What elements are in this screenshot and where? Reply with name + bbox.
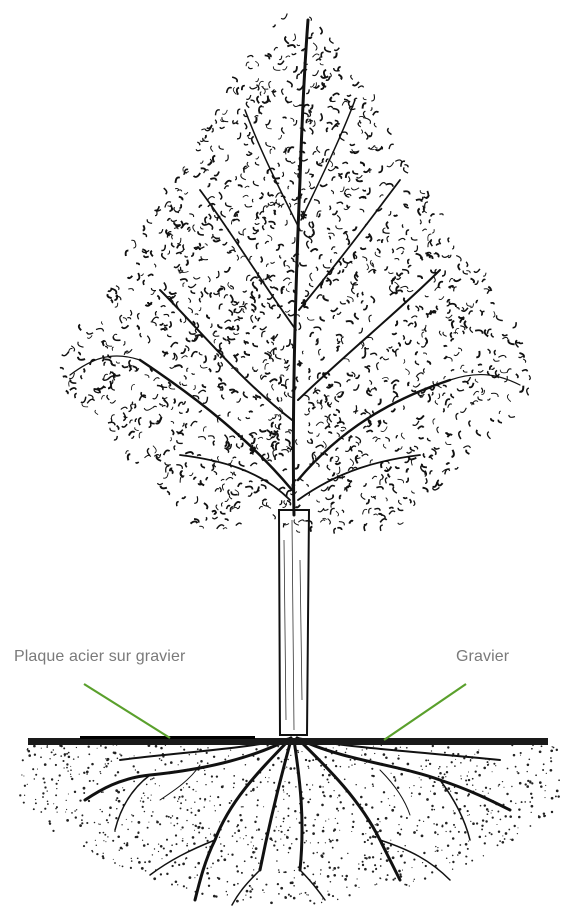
- soil-speckle: [19, 744, 560, 904]
- label-gravel: Gravier: [456, 648, 509, 666]
- root-system: [85, 738, 510, 905]
- ground-surface: [28, 736, 548, 745]
- label-steel-plate: Plaque acier sur gravier: [14, 648, 185, 666]
- leader-line-left: [84, 684, 170, 738]
- leader-line-right: [384, 684, 466, 740]
- leader-lines: [84, 684, 466, 740]
- tree-trunk: [279, 510, 309, 735]
- tree-branches: [70, 20, 520, 515]
